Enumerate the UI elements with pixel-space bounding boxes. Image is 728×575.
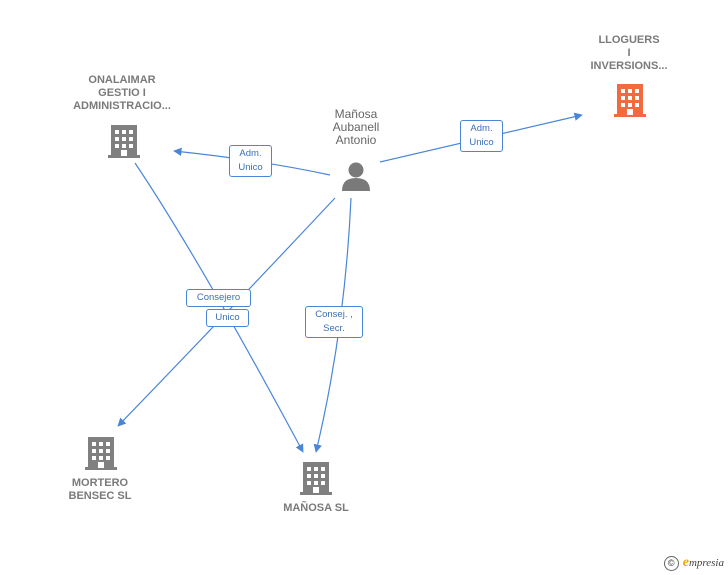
company-name-manosa[interactable]: MAÑOSA SL bbox=[283, 502, 349, 514]
edge-label-consej-secr: Consej. , Secr. bbox=[305, 306, 363, 338]
edge-label-adm-unico-onalaimar: Adm. Unico bbox=[229, 145, 272, 177]
brand-initial: e bbox=[682, 555, 689, 570]
edge-onalaimar-manosa bbox=[134, 162, 304, 453]
brand-rest: mpresia bbox=[688, 557, 724, 569]
edge-label-adm-unico-lloguers: Adm. Unico bbox=[460, 120, 503, 152]
footer-brand: © empresia bbox=[663, 555, 724, 571]
person-name[interactable]: Mañosa Aubanell Antonio bbox=[332, 107, 380, 147]
edge-label-unico: Unico bbox=[206, 309, 249, 327]
onalaimar-building-icon[interactable] bbox=[108, 125, 140, 158]
company-name-mortero[interactable]: MORTERO BENSEC SL bbox=[68, 477, 132, 502]
person-icon[interactable] bbox=[342, 162, 370, 192]
company-name-lloguers[interactable]: LLOGUERS I INVERSIONS... bbox=[590, 34, 668, 72]
manosa-building-icon[interactable] bbox=[300, 462, 332, 495]
brand-logo[interactable]: empresia bbox=[683, 555, 724, 571]
mortero-building-icon[interactable] bbox=[85, 437, 117, 470]
company-name-onalaimar[interactable]: ONALAIMAR GESTIO I ADMINISTRACIO... bbox=[73, 74, 171, 112]
lloguers-building-icon[interactable] bbox=[614, 84, 646, 117]
copyright-icon: © bbox=[663, 555, 679, 571]
edge-label-consejero: Consejero bbox=[186, 289, 251, 307]
